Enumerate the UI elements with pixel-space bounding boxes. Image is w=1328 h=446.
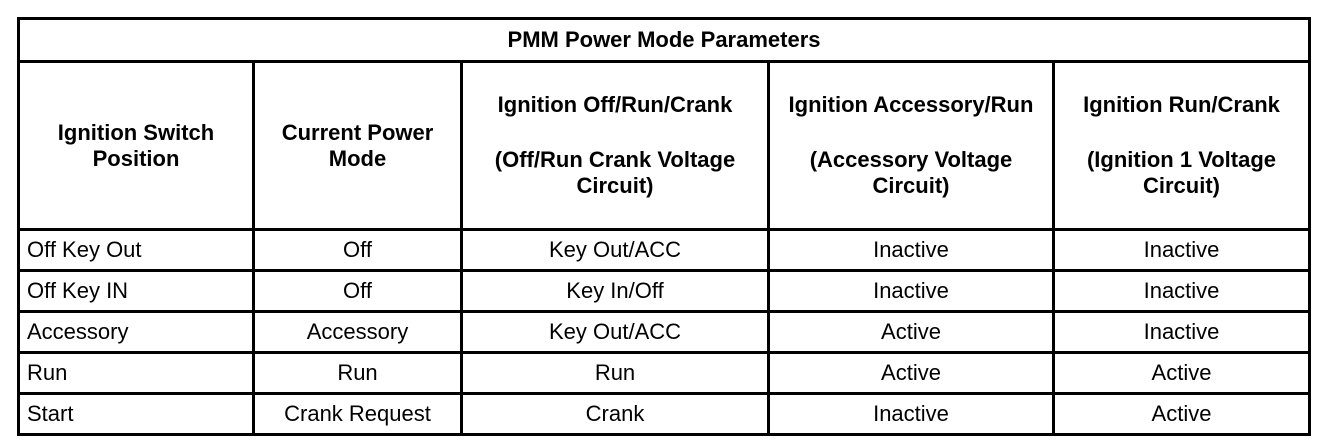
table-header-row: Ignition Switch Position Current Power M… [17, 60, 1312, 231]
column-header-sub-text: (Ignition 1 Voltage Circuit) [1086, 147, 1277, 199]
column-header-ignition-accessory-run: Ignition Accessory/Run (Accessory Voltag… [767, 60, 1055, 231]
cell-ignition1: Inactive [1051, 310, 1312, 354]
cell-off-run-crank: Key In/Off [460, 269, 770, 313]
pmm-table-container: PMM Power Mode Parameters Ignition Switc… [16, 17, 1312, 436]
cell-switch-position: Run [17, 351, 255, 395]
column-header-main-text: Ignition Accessory/Run [788, 91, 1034, 117]
cell-ignition1: Inactive [1051, 228, 1312, 272]
column-header-main-text: Ignition Run/Crank [1083, 91, 1280, 117]
table-row: Off Key IN Off Key In/Off Inactive Inact… [17, 269, 1312, 313]
column-header-sub-text: (Accessory Voltage Circuit) [809, 147, 1013, 199]
cell-switch-position: Off Key Out [17, 228, 255, 272]
cell-ignition1: Inactive [1051, 269, 1312, 313]
cell-power-mode: Run [252, 351, 463, 395]
table-title-row: PMM Power Mode Parameters [16, 17, 1312, 63]
cell-accessory: Active [767, 310, 1055, 354]
cell-off-run-crank: Crank [460, 392, 770, 436]
column-header-ignition-switch-position: Ignition Switch Position [17, 60, 255, 231]
column-header-main-text: Ignition Switch Position [57, 119, 215, 171]
cell-ignition1: Active [1051, 392, 1312, 436]
cell-accessory: Inactive [767, 392, 1055, 436]
cell-switch-position: Off Key IN [17, 269, 255, 313]
cell-off-run-crank: Key Out/ACC [460, 228, 770, 272]
cell-ignition1: Active [1051, 351, 1312, 395]
cell-accessory: Inactive [767, 228, 1055, 272]
column-header-main-text: Ignition Off/Run/Crank [497, 91, 733, 117]
column-header-main-text: Current Power Mode [281, 119, 434, 171]
cell-accessory: Active [767, 351, 1055, 395]
cell-off-run-crank: Key Out/ACC [460, 310, 770, 354]
column-header-sub-text: (Off/Run Crank Voltage Circuit) [494, 147, 736, 199]
cell-power-mode: Crank Request [252, 392, 463, 436]
cell-off-run-crank: Run [460, 351, 770, 395]
cell-accessory: Inactive [767, 269, 1055, 313]
column-header-ignition-off-run-crank: Ignition Off/Run/Crank (Off/Run Crank Vo… [460, 60, 770, 231]
column-header-current-power-mode: Current Power Mode [252, 60, 463, 231]
cell-power-mode: Off [252, 269, 463, 313]
table-title: PMM Power Mode Parameters [16, 17, 1312, 63]
table-row: Start Crank Request Crank Inactive Activ… [17, 392, 1312, 436]
pmm-power-mode-parameters-table: PMM Power Mode Parameters Ignition Switc… [16, 17, 1312, 436]
cell-power-mode: Accessory [252, 310, 463, 354]
cell-power-mode: Off [252, 228, 463, 272]
table-row: Accessory Accessory Key Out/ACC Active I… [17, 310, 1312, 354]
cell-switch-position: Accessory [17, 310, 255, 354]
column-header-ignition-run-crank: Ignition Run/Crank (Ignition 1 Voltage C… [1051, 60, 1312, 231]
table-row: Off Key Out Off Key Out/ACC Inactive Ina… [17, 228, 1312, 272]
table-row: Run Run Run Active Active [17, 351, 1312, 395]
cell-switch-position: Start [17, 392, 255, 436]
